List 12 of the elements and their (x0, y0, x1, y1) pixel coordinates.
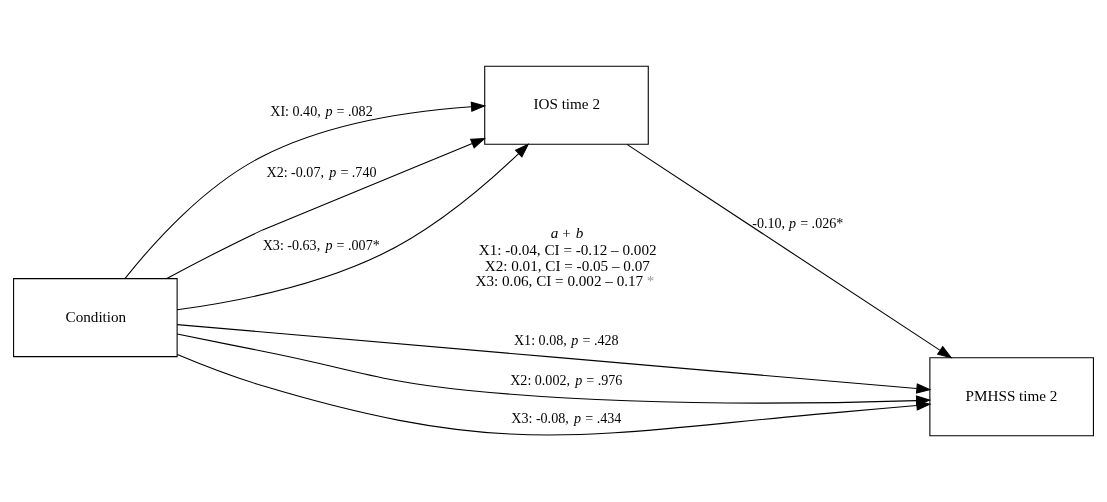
label: X2: 0.01, CI = -0.05 – 0.07 (484, 257, 650, 275)
edge-label: X2: -0.07, p = .740 (266, 164, 377, 181)
label: X1: -0.04, CI = -0.12 – 0.002 (478, 241, 657, 259)
edge-label: X2: 0.002, p = .976 (510, 372, 623, 389)
label: a + b (550, 223, 584, 241)
edge-label: -0.10, p = .026* (752, 215, 844, 232)
edge-label: XI: 0.40, p = .082 (270, 102, 373, 119)
label: X3: 0.06, CI = 0.002 – 0.17 (475, 272, 644, 290)
edge-label: X1: 0.08, p = .428 (513, 332, 619, 349)
edge-label: X3: -0.08, p = .434 (511, 410, 622, 427)
label: * (646, 272, 655, 290)
edge-label: X3: -0.63, p = .007* (262, 236, 380, 253)
